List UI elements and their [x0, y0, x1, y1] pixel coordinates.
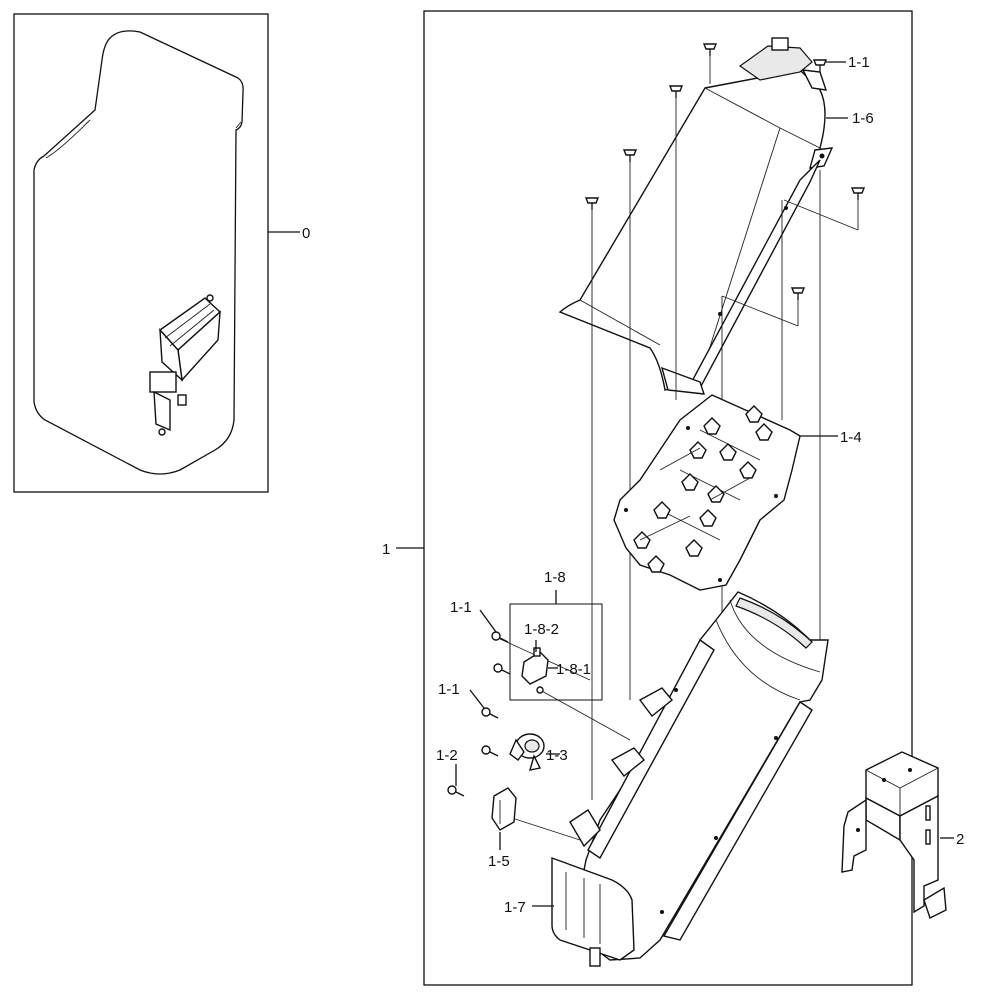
heater-cover — [558, 37, 834, 395]
heater-element-plate — [613, 394, 801, 591]
callout-1-1-top: 1-1 — [848, 54, 870, 71]
screw-6 — [584, 197, 600, 210]
callout-1-7: 1-7 — [504, 899, 526, 916]
dryer-cabinet-outline — [33, 30, 244, 475]
callout-1-1-mid-a: 1-1 — [450, 599, 472, 616]
callout-1-5: 1-5 — [488, 853, 510, 870]
callout-1-4: 1-4 — [840, 429, 862, 446]
screw-1-2 — [447, 785, 465, 797]
callout-1-3: 1-3 — [546, 747, 568, 764]
thermostat-1-3 — [509, 733, 545, 771]
mounting-bracket-2 — [841, 751, 947, 919]
screw-1 — [702, 43, 718, 56]
screw-1-3 — [481, 745, 499, 757]
callout-2: 2 — [956, 831, 964, 848]
alignment-lines — [497, 56, 859, 841]
screw-1-1-a — [491, 631, 509, 643]
thermal-fuse-1-5 — [491, 787, 517, 831]
callout-1-2: 1-2 — [436, 747, 458, 764]
screw-group-top — [584, 43, 866, 300]
screw-1-1-b — [481, 707, 499, 719]
rear-plate — [551, 856, 635, 967]
callout-1-8-1: 1-8-1 — [556, 661, 591, 678]
main-assembly-frame — [423, 10, 913, 986]
screw-7 — [790, 287, 806, 300]
heater-assembly-mini — [149, 294, 222, 436]
screw-1-8-1 — [493, 663, 511, 675]
callout-1: 1 — [382, 541, 390, 558]
heater-housing — [569, 591, 829, 961]
callout-1-1-mid-b: 1-1 — [438, 681, 460, 698]
screw-5 — [850, 187, 866, 200]
callout-0: 0 — [302, 225, 310, 242]
callout-1-6: 1-6 — [852, 110, 874, 127]
callout-1-8: 1-8 — [544, 569, 566, 586]
thermostat-bracket — [521, 647, 549, 694]
leader-lines — [455, 61, 954, 907]
terminal-clips — [633, 405, 773, 573]
overview-frame — [13, 13, 269, 493]
callout-1-8-2: 1-8-2 — [524, 621, 559, 638]
screw-2 — [812, 59, 828, 72]
screws-left — [447, 631, 511, 797]
thermostat-subassembly-frame — [509, 603, 603, 701]
screw-3 — [668, 85, 684, 98]
screw-4 — [622, 149, 638, 162]
